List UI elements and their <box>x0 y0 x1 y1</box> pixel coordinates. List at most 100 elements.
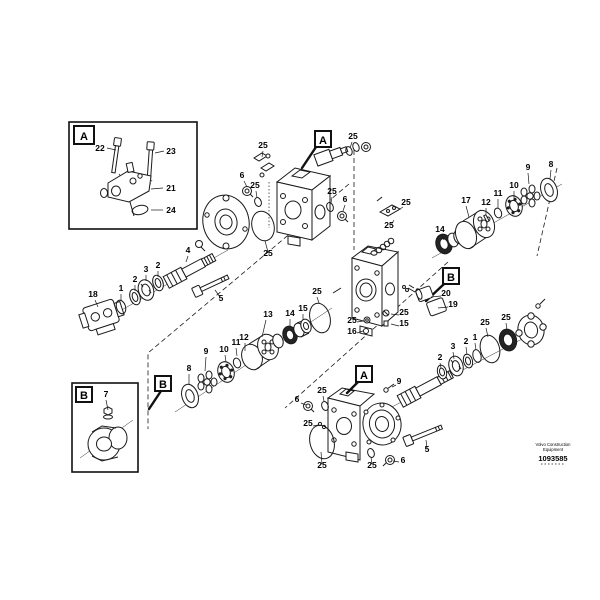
bushing-15-mid <box>293 318 312 338</box>
part-callout-24: 24 <box>166 205 176 215</box>
callout-leader-line <box>430 295 442 298</box>
part-callout-1: 1 <box>119 283 124 293</box>
callout-leader-line <box>465 205 470 218</box>
callout-leader-line <box>356 320 364 323</box>
o-ring-1-br <box>472 349 482 363</box>
bushing-11-mid <box>232 357 242 369</box>
center-block <box>350 245 400 337</box>
callout-leader-line <box>235 347 238 357</box>
part-callout-22: 22 <box>95 143 105 153</box>
part-callout-16: 16 <box>347 326 357 336</box>
part-callout-8: 8 <box>549 159 554 169</box>
part-callout-25: 25 <box>384 220 394 230</box>
callout-leader-line <box>261 319 267 338</box>
callout-leader-line <box>94 299 99 308</box>
part-callout-12: 12 <box>481 197 491 207</box>
control-valve-19-20 <box>402 284 447 317</box>
part-callout-25: 25 <box>480 317 490 327</box>
part-callout-2: 2 <box>438 352 443 362</box>
drawing-number: 1093585 <box>538 454 567 463</box>
plug-6-right <box>337 211 349 223</box>
part-callout-1: 1 <box>473 332 478 342</box>
plug-6-bb <box>382 455 395 467</box>
part-callout-9: 9 <box>204 346 209 356</box>
o-ring-24 <box>131 204 149 216</box>
cylinder-block-17 <box>454 209 496 250</box>
tag-letter: A <box>80 131 88 143</box>
front-housing <box>275 167 332 247</box>
piston-set-9-mid <box>197 370 218 394</box>
tag-letter: A <box>319 135 327 147</box>
part-callout-5: 5 <box>219 293 224 303</box>
o-ring-1 <box>115 299 127 315</box>
callout-leader-line <box>342 204 346 212</box>
spring-and-seat <box>370 237 395 256</box>
bearing-3 <box>137 279 155 301</box>
o-ring-25-mid <box>309 302 331 334</box>
part-callout-25: 25 <box>348 131 358 141</box>
valve-assembly-21 <box>100 161 152 217</box>
part-callout-21: 21 <box>166 183 176 193</box>
part-callout-6: 6 <box>401 455 406 465</box>
part-callout-17: 17 <box>461 195 471 205</box>
part-callout-9: 9 <box>526 162 531 172</box>
part-callout-25: 25 <box>317 460 327 470</box>
part-callout-20: 20 <box>441 288 451 298</box>
bushing-11-ur <box>493 207 503 219</box>
part-callout-10: 10 <box>219 344 229 354</box>
callout-leader-line <box>316 296 320 304</box>
callout-leader-line <box>527 172 530 185</box>
bolt-5-upper <box>191 274 230 298</box>
detail-tag-b-inset: B <box>75 386 93 403</box>
nut-7 <box>103 406 113 420</box>
callout-leader-line <box>392 460 400 463</box>
gear-unit-18 <box>78 298 125 336</box>
callout-leader-line <box>396 206 404 212</box>
o-ring-25-big-bottom <box>309 424 335 460</box>
part-callout-25: 25 <box>263 248 273 258</box>
seal-2b <box>152 274 164 292</box>
part-callout-25: 25 <box>317 385 327 395</box>
inset-detail-b: B <box>71 382 139 473</box>
callout-leader-line <box>330 196 333 204</box>
o-ring-25-bl <box>321 401 329 411</box>
callout-leader-line <box>322 395 325 402</box>
part-callout-10: 10 <box>509 180 519 190</box>
part-callout-4: 4 <box>186 245 191 255</box>
part-callout-7: 7 <box>104 389 109 399</box>
callout-leader-line <box>185 255 189 263</box>
callout-leader-line <box>370 456 373 465</box>
callout-leader-line <box>390 313 400 316</box>
part-callout-19: 19 <box>448 299 458 309</box>
callout-leader-line <box>106 147 117 151</box>
callout-leader-line <box>356 330 364 334</box>
callout-leader-line <box>214 289 221 298</box>
callout-leader-line <box>224 354 227 363</box>
o-ring-25-br <box>479 334 501 364</box>
part-callout-11: 11 <box>232 337 241 347</box>
part-callout-25: 25 <box>367 460 377 470</box>
tag-letter: A <box>360 370 368 382</box>
publisher-name-line1: Volvo Construction <box>536 442 572 447</box>
publisher-name-line2: Equipment <box>543 447 564 452</box>
detail-tag-b-pointer: B <box>147 375 172 411</box>
swash-plate-7 <box>87 425 128 462</box>
part-callout-18: 18 <box>88 289 98 299</box>
callout-leader-line <box>441 234 445 241</box>
bolt-22 <box>111 137 122 174</box>
front-flange <box>202 194 250 250</box>
screw-9-bottom <box>383 383 395 393</box>
callout-leader-line <box>204 356 207 372</box>
part-callout-25: 25 <box>312 286 322 296</box>
part-callout-25: 25 <box>399 307 409 317</box>
plug-6-bl <box>303 401 315 413</box>
tag-letter: B <box>159 379 167 391</box>
callout-leader-line <box>452 351 455 360</box>
part-callout-2: 2 <box>133 274 138 284</box>
part-callout-6: 6 <box>295 394 300 404</box>
part-callout-5: 5 <box>425 444 430 454</box>
o-ring-25-right <box>326 202 334 212</box>
detail-tag-a-bottom: A <box>345 365 373 395</box>
